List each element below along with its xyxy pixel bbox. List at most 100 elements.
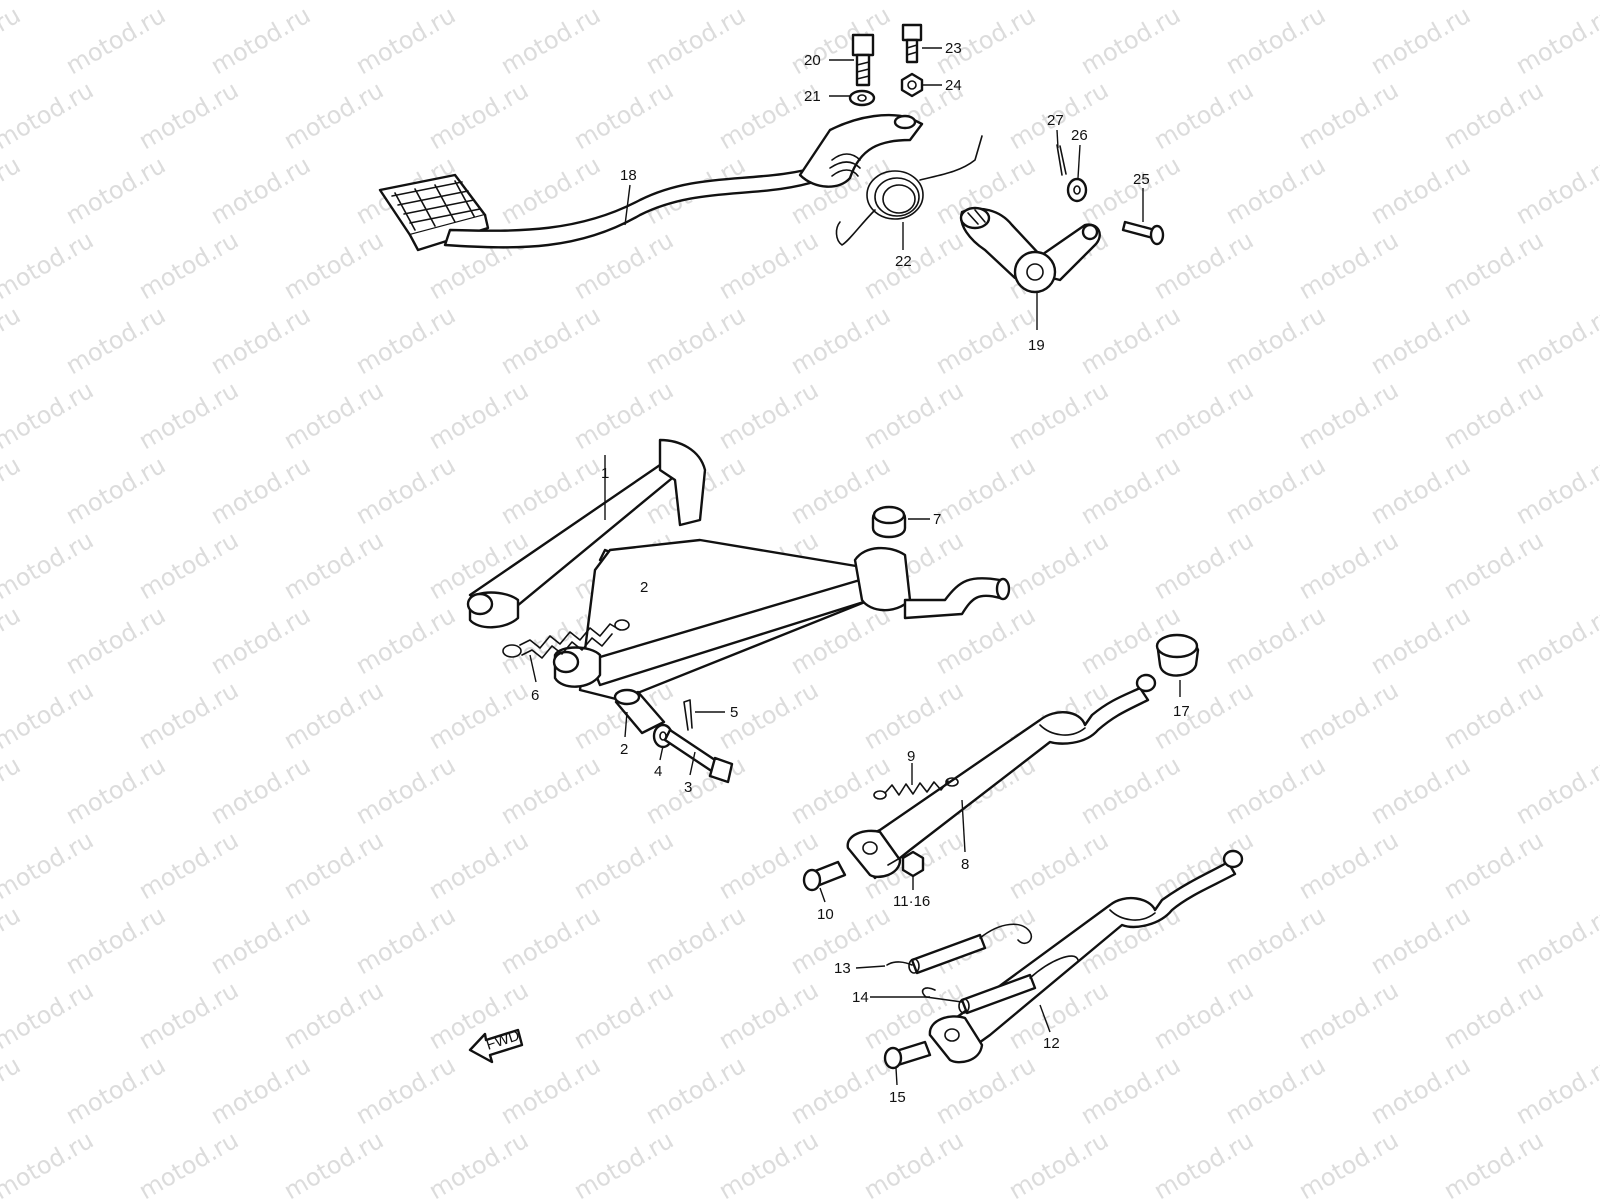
watermark-text: motod.ru [641, 301, 750, 380]
callout-24: 24 [945, 77, 962, 94]
watermark-text: motod.ru [786, 301, 895, 380]
watermark-text: motod.ru [1511, 601, 1600, 680]
watermark-text: motod.ru [206, 901, 315, 980]
callout-15: 15 [889, 1089, 906, 1106]
bolt-20 [851, 33, 875, 87]
watermark-text: motod.ru [1221, 1, 1330, 80]
stopper-cap-7 [871, 505, 907, 539]
callout-7: 7 [933, 511, 941, 528]
watermark-text: motod.ru [0, 601, 25, 680]
callout-4: 4 [654, 763, 662, 780]
watermark-text: motod.ru [61, 301, 170, 380]
watermark-text: motod.ru [1294, 376, 1403, 455]
watermark-text: motod.ru [0, 226, 98, 305]
watermark-text: motod.ru [134, 526, 243, 605]
watermark-text: motod.ru [931, 1051, 1040, 1130]
callout-6: 6 [531, 687, 539, 704]
callout-20: 20 [804, 52, 821, 69]
watermark-text: motod.ru [496, 1051, 605, 1130]
watermark-text: motod.ru [1149, 526, 1258, 605]
watermark-text: motod.ru [351, 901, 460, 980]
callout-14: 14 [852, 989, 869, 1006]
watermark-text: motod.ru [1149, 1126, 1258, 1200]
watermark-text: motod.ru [931, 451, 1040, 530]
watermark-text: motod.ru [1366, 601, 1475, 680]
watermark-text: motod.ru [1221, 901, 1330, 980]
callout-9: 9 [907, 748, 915, 765]
watermark-text: motod.ru [859, 226, 968, 305]
watermark-text: motod.ru [61, 901, 170, 980]
callout-22: 22 [895, 253, 912, 270]
callout-18: 18 [620, 167, 637, 184]
watermark-text: motod.ru [0, 826, 98, 905]
center-stand-1 [466, 438, 1011, 702]
watermark-text: motod.ru [1294, 976, 1403, 1055]
watermark-text: motod.ru [1439, 826, 1548, 905]
watermark-text: motod.ru [1366, 301, 1475, 380]
watermark-text: motod.ru [786, 1, 895, 80]
watermark-text: motod.ru [496, 301, 605, 380]
watermark-text: motod.ru [206, 151, 315, 230]
callout-labels: 1 2 2 3 4 5 6 7 8 9 10 11·16 12 13 14 15… [531, 40, 1190, 1106]
watermark-text: motod.ru [0, 526, 98, 605]
watermark-text: motod.ru [424, 76, 533, 155]
watermark-text: motod.ru [1439, 526, 1548, 605]
watermark-text: motod.ru [496, 151, 605, 230]
watermark-text: motod.ru [1221, 451, 1330, 530]
callout-10: 10 [817, 906, 834, 923]
watermark-text: motod.ru [1076, 301, 1185, 380]
watermark-text: motod.ru [1439, 976, 1548, 1055]
watermark-text: motod.ru [1004, 526, 1113, 605]
watermark-text: motod.ru [1221, 151, 1330, 230]
side-stand-12 [928, 849, 1244, 1064]
watermark-text: motod.ru [0, 1126, 98, 1200]
callout-27: 27 [1047, 112, 1064, 129]
watermark-text: motod.ru [1511, 151, 1600, 230]
bolt-23 [901, 23, 923, 64]
watermark-text: motod.ru [641, 1051, 750, 1130]
watermark-text: motod.ru [714, 376, 823, 455]
watermark-text: motod.ru [1149, 76, 1258, 155]
watermark-text: motod.ru [1511, 451, 1600, 530]
callout-1: 1 [601, 465, 609, 482]
callout-17: 17 [1173, 703, 1190, 720]
watermark-text: motod.ru [351, 1051, 460, 1130]
watermark-text: motod.ru [569, 826, 678, 905]
cotter-pin-27 [1056, 144, 1067, 176]
watermark-text: motod.ru [351, 751, 460, 830]
watermark-text: motod.ru [134, 976, 243, 1055]
nut-24 [900, 72, 924, 98]
watermark-text: motod.ru [1149, 976, 1258, 1055]
watermark-text: motod.ru [859, 376, 968, 455]
watermark-text: motod.ru [134, 1126, 243, 1200]
callout-26: 26 [1071, 127, 1088, 144]
watermark-text: motod.ru [134, 226, 243, 305]
watermark-text: motod.ru [714, 1126, 823, 1200]
watermark-text: motod.ru [61, 1051, 170, 1130]
watermark-text: motod.ru [1294, 1126, 1403, 1200]
watermark-text: motod.ru [0, 301, 25, 380]
watermark-text: motod.ru [424, 1126, 533, 1200]
watermark-text: motod.ru [1366, 901, 1475, 980]
stand-spring-9 [873, 777, 959, 800]
watermark-text: motod.ru [206, 451, 315, 530]
watermark-text: motod.ru [859, 1126, 968, 1200]
callout-2b: 2 [620, 741, 628, 758]
watermark-text: motod.ru [1439, 76, 1548, 155]
watermark-text: motod.ru [351, 451, 460, 530]
watermark-text: motod.ru [134, 676, 243, 755]
callout-19: 19 [1028, 337, 1045, 354]
watermark-text: motod.ru [1439, 226, 1548, 305]
watermark-text: motod.ru [1221, 1051, 1330, 1130]
watermark-text: motod.ru [641, 1, 750, 80]
watermark-text: motod.ru [61, 1, 170, 80]
watermark-text: motod.ru [0, 451, 25, 530]
callout-8: 8 [961, 856, 969, 873]
watermark-text: motod.ru [714, 826, 823, 905]
watermark-text: motod.ru [786, 1051, 895, 1130]
callout-21: 21 [804, 88, 821, 105]
watermark-text: motod.ru [1149, 676, 1258, 755]
callout-25: 25 [1133, 171, 1150, 188]
watermark-text: motod.ru [1294, 826, 1403, 905]
torsion-spring-22 [835, 135, 983, 246]
